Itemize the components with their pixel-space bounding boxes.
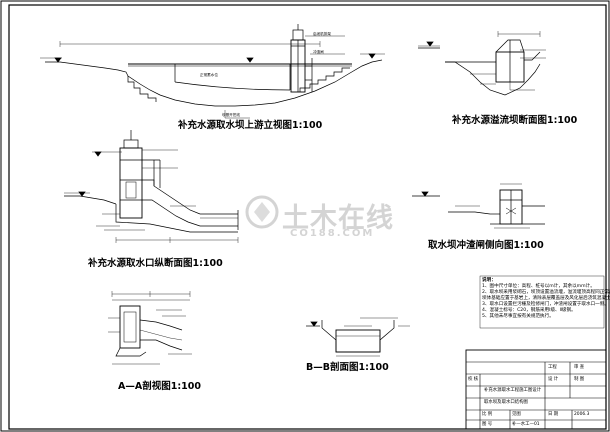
title-section-bb: B—B剖面图1:100 <box>306 362 389 373</box>
upstream-elevation-drawing <box>40 24 385 119</box>
svg-text:冲渣闸: 冲渣闸 <box>313 49 324 54</box>
title-upstream-elevation: 补充水源取水坝上游立视图1:100 <box>178 120 323 131</box>
design-notes: 说明： 1、图中尺寸单位：高程、桩号以m计，其余以mm计。 2、取水坝采用浆砌石… <box>482 278 610 320</box>
watermark-en: CO188.COM <box>290 228 375 239</box>
title-block-label-scale: 比 例 <box>482 412 493 417</box>
title-block-row-check: 校 核 <box>468 377 479 382</box>
intake-longitudinal-drawing <box>64 130 239 243</box>
svg-text:坝基开挖线: 坝基开挖线 <box>222 112 240 117</box>
note-line: 4、混凝土标号：C20，钢筋采用Ⅰ级、Ⅱ级钢。 <box>482 308 576 313</box>
title-block-row-project: 工程 <box>548 365 557 370</box>
note-line: 坝体基础应置于基岩上，清除表层覆盖层及风化层后浇筑混凝土垫层。 <box>482 296 610 301</box>
title-block-frame <box>465 349 607 430</box>
flushing-gate-drawing <box>412 183 545 229</box>
title-block-row-draw: 制 图 <box>574 377 585 382</box>
upstream-elevation-labels: 正常蓄水位 坝基开挖线 启闭机排架 冲渣闸 <box>200 31 331 117</box>
note-line: 3、取水口设置拦污栅及检修闸门，冲渣闸设置于取水口一侧。 <box>482 302 609 307</box>
title-block-value-date: 2006.3 <box>574 412 590 417</box>
note-line: 5、其他未尽事宜按有关规范执行。 <box>482 314 554 319</box>
title-block-value-number: 补—水工—01 <box>512 422 540 427</box>
title-block-project: 补充水源取水工程施工图设计 <box>484 388 542 393</box>
title-block-label-number: 图 号 <box>482 422 493 427</box>
title-flushing-gate-elevation: 取水坝冲渣闸侧向图1:100 <box>428 240 544 251</box>
overflow-dam-section-drawing <box>418 31 546 96</box>
title-block-drawing-name: 取水坝及取水口结构图 <box>484 400 528 405</box>
title-block-value-scale: 见图 <box>512 412 521 417</box>
note-line: 2、取水坝采用浆砌石，坝顶设置溢流堰，溢流堰顶高程同正常蓄水位。 <box>482 290 610 295</box>
title-intake-longitudinal: 补充水源取水口纵断面图1:100 <box>88 258 223 269</box>
section-aa-drawing <box>108 291 192 365</box>
section-bb-drawing <box>306 317 410 357</box>
watermark-cn: 土木在线 <box>282 203 394 234</box>
watermark-logo-icon <box>245 195 279 229</box>
notes-heading: 说明： <box>482 278 496 283</box>
svg-text:正常蓄水位: 正常蓄水位 <box>200 72 218 77</box>
title-overflow-dam-section: 补充水源溢流坝断面图1:100 <box>452 115 578 126</box>
title-section-aa: A—A剖视图1:100 <box>118 381 201 392</box>
notes-box <box>479 275 605 329</box>
svg-text:启闭机排架: 启闭机排架 <box>313 31 331 36</box>
title-block-row-design: 设 计 <box>548 377 559 382</box>
note-line: 1、图中尺寸单位：高程、桩号以m计，其余以mm计。 <box>482 284 595 289</box>
title-block-label-date: 日 期 <box>548 412 559 417</box>
title-block-row-review: 审 查 <box>574 365 585 370</box>
